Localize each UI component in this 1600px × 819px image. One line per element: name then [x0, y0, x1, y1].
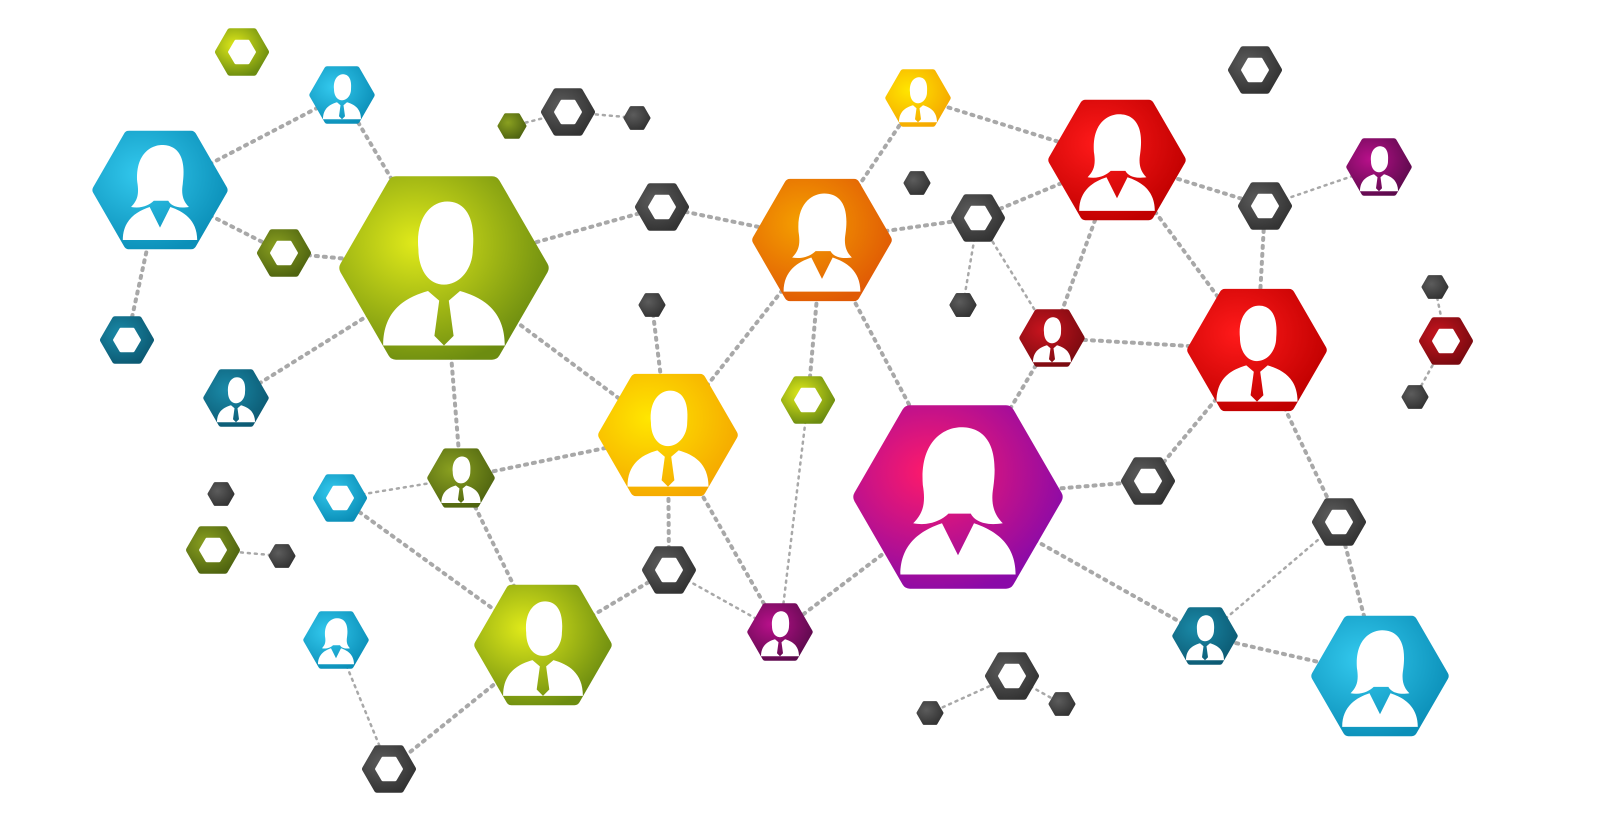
- ring-node: [313, 474, 367, 522]
- woman-icon: [318, 618, 354, 665]
- person-node[interactable]: [427, 448, 495, 508]
- dot-node: [623, 106, 651, 130]
- ring-node: [642, 546, 696, 594]
- link-r14-p18: [1337, 520, 1382, 678]
- dot-node: [1048, 692, 1076, 716]
- ring-inner-hexagon: [998, 663, 1026, 689]
- ring-node: [985, 652, 1039, 700]
- dot-node: [268, 544, 296, 568]
- ring-node: [186, 526, 240, 574]
- dot-node: [903, 171, 931, 195]
- person-node[interactable]: [1187, 288, 1327, 412]
- ring-inner-hexagon: [113, 327, 141, 353]
- ring-inner-hexagon: [326, 485, 354, 511]
- dot-node: [949, 293, 977, 317]
- link-p15-r13: [1146, 348, 1259, 483]
- dot-node: [1421, 275, 1449, 299]
- woman-icon: [900, 427, 1016, 575]
- man-icon: [1033, 317, 1071, 363]
- dot-node: [638, 293, 666, 317]
- ring-node: [1419, 317, 1473, 365]
- ring-node: [362, 745, 416, 793]
- link-r10-p13: [976, 158, 1119, 220]
- link-p3-r6: [442, 205, 664, 270]
- person-node[interactable]: [309, 66, 375, 124]
- ring-node-top-right: [1228, 46, 1282, 94]
- woman-icon: [783, 193, 861, 292]
- person-node[interactable]: [92, 130, 228, 250]
- ring-inner-hexagon: [199, 537, 227, 563]
- ring-inner-hexagon: [1251, 193, 1279, 219]
- link-r9-p11: [778, 398, 810, 634]
- ring-node: [1238, 182, 1292, 230]
- link-p17-p18: [1203, 634, 1382, 678]
- ring-node: [1121, 457, 1175, 505]
- ring-inner-hexagon: [1241, 57, 1269, 83]
- man-icon: [627, 390, 709, 487]
- person-node[interactable]: [853, 405, 1063, 589]
- man-icon: [1186, 615, 1224, 661]
- man-icon: [899, 77, 937, 123]
- person-node[interactable]: [747, 603, 813, 661]
- person-node[interactable]: [598, 373, 738, 497]
- man-icon: [383, 201, 505, 346]
- man-icon: [323, 74, 361, 120]
- link-r14-p17: [1203, 520, 1341, 638]
- ring-node: [951, 194, 1005, 242]
- dot-node: [1401, 385, 1429, 409]
- person-node[interactable]: [1172, 607, 1238, 665]
- ring-inner-hexagon: [228, 39, 256, 65]
- person-node[interactable]: [1346, 138, 1412, 196]
- ring-inner-hexagon: [964, 205, 992, 231]
- ring-node: [1312, 498, 1366, 546]
- woman-icon: [1079, 114, 1155, 211]
- ring-node: [100, 316, 154, 364]
- ring-inner-hexagon: [648, 194, 676, 220]
- person-node[interactable]: [1019, 309, 1085, 367]
- person-node[interactable]: [474, 584, 612, 706]
- ring-node: [781, 376, 835, 424]
- ring-node: [635, 183, 689, 231]
- ring-inner-hexagon: [1134, 468, 1162, 494]
- dot-node: [497, 113, 527, 139]
- person-node[interactable]: [339, 176, 549, 360]
- ring-node: [215, 28, 269, 76]
- person-node[interactable]: [885, 69, 951, 127]
- person-node[interactable]: [1048, 99, 1186, 221]
- person-node[interactable]: [1311, 615, 1449, 737]
- ring-inner-hexagon: [270, 240, 298, 266]
- ring-inner-hexagon: [375, 756, 403, 782]
- link-p12-p11: [778, 495, 960, 634]
- dot-node: [916, 701, 944, 725]
- person-node[interactable]: [203, 369, 269, 427]
- ring-node: [541, 88, 595, 136]
- ring-inner-hexagon: [1325, 509, 1353, 535]
- ring-node: [257, 229, 311, 277]
- man-icon: [217, 377, 255, 423]
- person-node[interactable]: [752, 178, 892, 302]
- ring-inner-hexagon: [655, 557, 683, 583]
- man-icon: [503, 601, 583, 696]
- link-r11-p13: [916, 96, 1119, 162]
- man-icon: [761, 611, 799, 657]
- man-icon: [441, 456, 481, 504]
- link-p6-p11: [666, 433, 782, 634]
- dot-node: [207, 482, 235, 506]
- person-node[interactable]: [303, 611, 369, 669]
- link-d12-r8: [928, 674, 1014, 715]
- network-nodes: [92, 28, 1473, 793]
- woman-icon: [1342, 630, 1418, 727]
- man-icon: [1216, 305, 1298, 402]
- ring-inner-hexagon: [794, 387, 822, 413]
- man-icon: [1360, 146, 1398, 192]
- ring-inner-hexagon: [1432, 328, 1460, 354]
- ring-inner-hexagon: [554, 99, 582, 125]
- link-p6-d4: [650, 303, 670, 437]
- woman-icon: [122, 144, 198, 241]
